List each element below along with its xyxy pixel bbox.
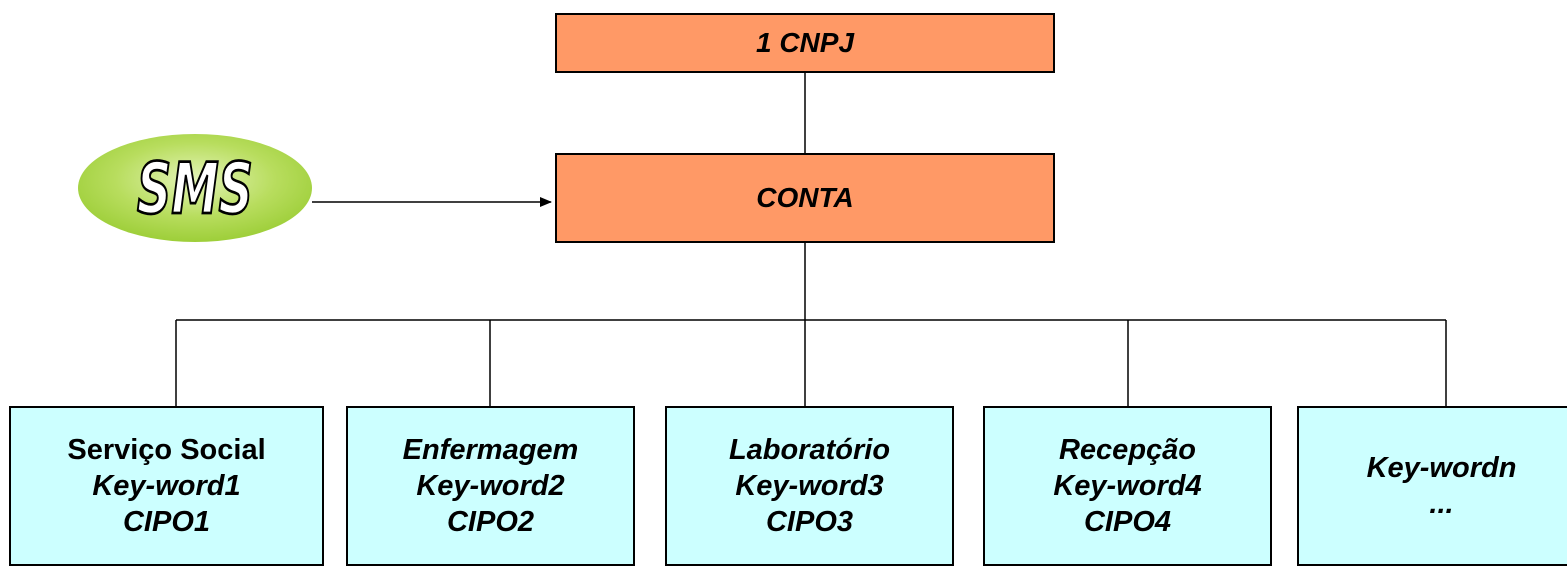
child-1-code: CIPO1 [122, 506, 211, 538]
node-top-label: 1 CNPJ [755, 27, 855, 58]
child-4-keyword: Key-word4 [1053, 470, 1202, 502]
sms-ellipse [78, 134, 312, 242]
child-2-title: Enfermagem [402, 434, 579, 466]
child-1-title: Serviço Social [67, 434, 266, 466]
child-2-keyword: Key-word2 [416, 470, 565, 502]
child-3-keyword: Key-word3 [735, 470, 884, 502]
child-5-ellipsis: ... [1429, 488, 1454, 520]
node-account: CONTA [555, 153, 1055, 243]
node-child-4: Recepção Key-word4 CIPO4 [983, 406, 1272, 566]
child-2-code: CIPO2 [446, 506, 535, 538]
child-3-title: Laboratório [728, 434, 891, 466]
sms-label: SMS [137, 149, 253, 231]
node-child-2: Enfermagem Key-word2 CIPO2 [346, 406, 635, 566]
node-account-label: CONTA [756, 182, 854, 213]
node-child-3: Laboratório Key-word3 CIPO3 [665, 406, 954, 566]
child-3-code: CIPO3 [765, 506, 854, 538]
node-top: 1 CNPJ [555, 13, 1055, 73]
node-child-5: Key-wordn ... [1297, 406, 1567, 566]
child-1-keyword: Key-word1 [92, 470, 241, 502]
node-child-1: Serviço Social Key-word1 CIPO1 [9, 406, 324, 566]
child-4-title: Recepção [1058, 434, 1196, 466]
child-4-code: CIPO4 [1083, 506, 1172, 538]
child-5-keyword: Key-wordn [1366, 452, 1517, 484]
